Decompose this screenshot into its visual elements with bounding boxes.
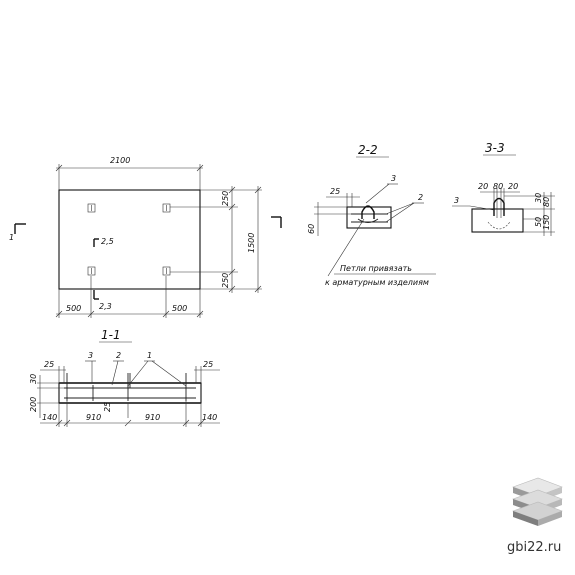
section-2-dim-60: 60: [307, 224, 316, 234]
site-label: gbi22.ru: [507, 540, 561, 555]
section-1-callout-3: 3: [88, 351, 93, 360]
plan-section-mark-left: 1: [9, 233, 14, 242]
stacked-slabs-icon: [512, 477, 563, 526]
section-3-dim-right-3: 150: [542, 215, 551, 230]
plan-slab-outline: [58, 189, 201, 290]
section-2-dim-25: 25: [330, 187, 340, 196]
section-3-dim-right-0: 30: [534, 193, 543, 203]
plan-edge-right-label: 500: [172, 304, 187, 313]
section-3-dim-top-2: 20: [508, 182, 518, 191]
section-3-title: 3-3: [485, 141, 505, 155]
section-2-callout-2: 2: [418, 193, 423, 202]
section-3-3: 3-3 20 80 20 3 30 80 50 150: [452, 141, 555, 236]
section-1-dim-bottom-3: 140: [202, 413, 217, 422]
plan-length-label: 2100: [110, 156, 130, 165]
plan-edge-left-label: 500: [66, 304, 81, 313]
loop-mark: [162, 203, 171, 213]
section-1-dim-center: 25: [103, 402, 112, 412]
section-1-dim-bottom-0: 140: [42, 413, 57, 422]
plan-edge-top-label: 250: [221, 191, 230, 206]
section-1-dim-height: 200: [29, 397, 38, 412]
section-3-dim-top-1: 80: [493, 182, 503, 191]
section-2-2: 2-2 3 2 25 60 Петли привязать к арматурн…: [307, 143, 436, 287]
gbi-logo: gbi22.ru: [507, 477, 563, 555]
loop-mark: [87, 266, 96, 276]
plan-offset-b-label: 2,3: [99, 302, 112, 311]
plan-view: 2100 250 250 1500 500 500 2,5: [9, 156, 282, 318]
plan-edge-bottom-label: 250: [221, 273, 230, 288]
section-1-callout-1: 1: [147, 351, 152, 360]
section-3-dim-top-0: 20: [478, 182, 488, 191]
section-1-dim-top-left: 25: [44, 360, 54, 369]
section-3-dim-right-1: 80: [542, 197, 551, 207]
section-2-loop: [361, 205, 375, 219]
section-2-note-line-2: к арматурным изделиям: [325, 278, 429, 287]
section-3-callout-3: 3: [454, 196, 459, 205]
plan-offset-a-label: 2,5: [101, 237, 114, 246]
section-2-callout-3: 3: [391, 174, 396, 183]
loop-mark: [87, 203, 96, 213]
section-1-1: 1-1 3 2 1 25 25: [29, 328, 220, 427]
section-1-dim-bottom-2: 910: [145, 413, 160, 422]
section-3-dim-right-2: 50: [534, 217, 543, 227]
section-2-slab: [346, 206, 392, 229]
section-1-dim-top-right: 25: [203, 360, 213, 369]
section-1-callout-2: 2: [116, 351, 121, 360]
section-2-note-line-1: Петли привязать: [340, 264, 412, 273]
loop-mark: [162, 266, 171, 276]
plan-lifting-loops: [87, 203, 171, 276]
section-1-title: 1-1: [101, 328, 121, 342]
section-3-slab: [471, 208, 524, 233]
section-1-dim-bottom-1: 910: [86, 413, 101, 422]
section-1-dim-left-small: 30: [29, 374, 38, 384]
plan-width-label: 1500: [247, 233, 256, 253]
section-2-title: 2-2: [358, 143, 378, 157]
